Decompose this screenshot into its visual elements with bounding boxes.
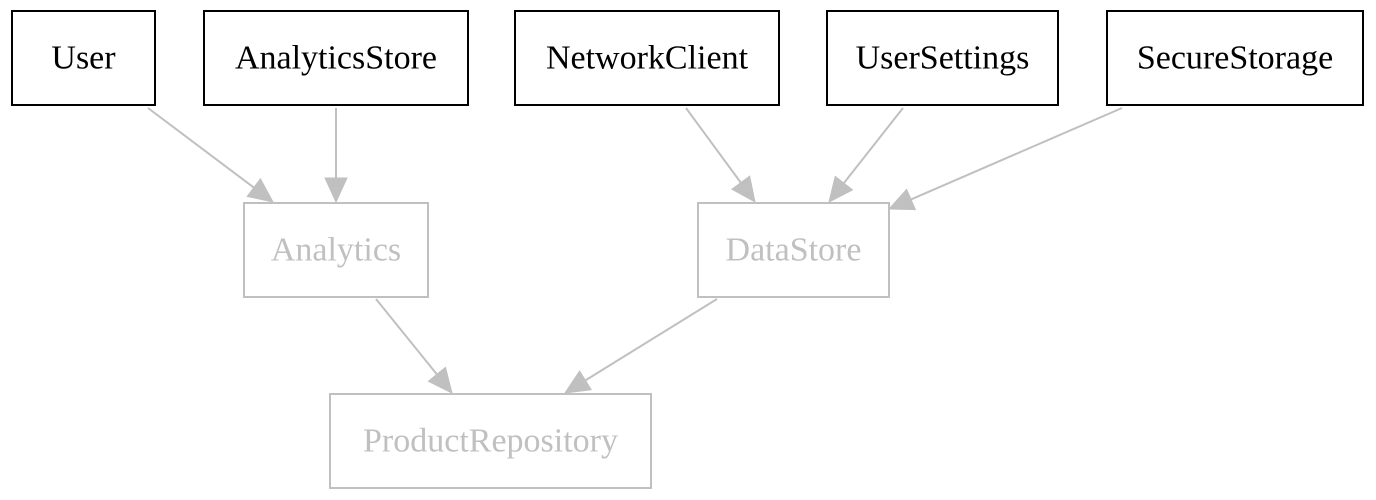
edge-line <box>375 298 438 375</box>
edge-data-store-to-product-repository <box>563 298 718 394</box>
node-network-client-label: NetworkClient <box>546 40 749 77</box>
node-analytics-store-label: AnalyticsStore <box>235 40 437 77</box>
arrowhead-icon <box>563 370 593 394</box>
arrowhead-icon <box>246 177 274 203</box>
arrowhead-icon <box>731 175 756 203</box>
edge-user-to-analytics <box>147 107 274 203</box>
edge-analytics-store-to-analytics <box>324 108 348 204</box>
arrowhead-icon <box>887 188 917 211</box>
node-network-client[interactable]: NetworkClient <box>514 10 780 106</box>
arrowhead-icon <box>828 175 854 203</box>
node-analytics[interactable]: Analytics <box>243 202 429 298</box>
edge-network-client-to-data-store <box>685 107 756 203</box>
edge-line <box>147 107 255 189</box>
node-user-settings[interactable]: UserSettings <box>826 10 1059 106</box>
edge-line <box>910 107 1123 201</box>
edges-layer <box>147 107 1123 394</box>
node-secure-storage-label: SecureStorage <box>1137 40 1333 77</box>
node-data-store-label: DataStore <box>726 232 862 269</box>
node-user[interactable]: User <box>11 10 156 106</box>
node-product-repository[interactable]: ProductRepository <box>329 393 652 489</box>
edge-secure-storage-to-data-store <box>887 107 1123 211</box>
edge-line <box>843 107 904 184</box>
edge-line <box>584 298 718 382</box>
node-user-settings-label: UserSettings <box>856 40 1030 77</box>
node-analytics-label: Analytics <box>271 232 401 269</box>
node-secure-storage[interactable]: SecureStorage <box>1106 10 1364 106</box>
arrowhead-icon <box>427 366 453 394</box>
edge-user-settings-to-data-store <box>828 107 904 203</box>
node-analytics-store[interactable]: AnalyticsStore <box>203 10 469 106</box>
node-data-store[interactable]: DataStore <box>697 202 890 298</box>
node-user-label: User <box>51 40 116 77</box>
node-product-repository-label: ProductRepository <box>363 423 618 460</box>
edge-analytics-to-product-repository <box>375 298 453 394</box>
arrowhead-icon <box>324 177 348 204</box>
edge-line <box>685 107 742 184</box>
